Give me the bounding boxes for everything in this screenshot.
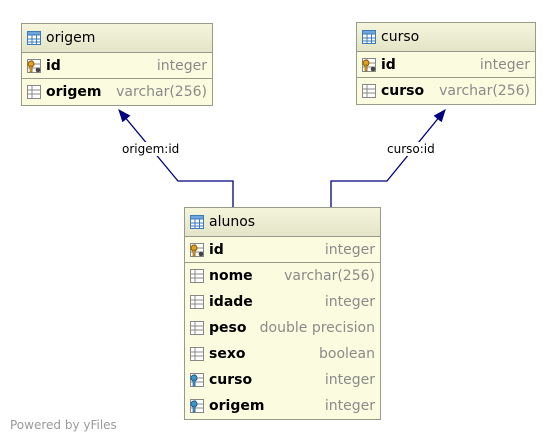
column-icon	[190, 347, 204, 361]
column-row[interactable]: sexo boolean	[185, 341, 380, 367]
column-type: varchar(256)	[284, 268, 375, 284]
column-type: integer	[324, 241, 375, 258]
table-name: origem	[46, 30, 96, 46]
column-row[interactable]: id integer	[185, 237, 380, 263]
column-type: varchar(256)	[116, 84, 207, 100]
column-name: curso	[209, 372, 253, 388]
edge-alunos-curso	[330, 108, 446, 208]
table-header[interactable]: alunos	[185, 208, 380, 237]
column-icon	[190, 269, 204, 283]
edge-alunos-origem	[118, 109, 234, 208]
column-name: id	[46, 57, 61, 74]
column-name: origem	[46, 84, 102, 100]
column-name: id	[209, 241, 224, 258]
column-icon	[362, 84, 376, 98]
table-header[interactable]: curso	[357, 23, 535, 52]
column-icon	[27, 85, 41, 99]
column-type: integer	[479, 56, 530, 73]
column-name: idade	[209, 294, 253, 310]
table-origem[interactable]: origem id integer origem varchar(256)	[21, 23, 213, 106]
column-type: integer	[156, 57, 207, 74]
primary-key-icon	[190, 242, 204, 257]
table-header[interactable]: origem	[22, 24, 212, 53]
table-icon	[190, 215, 204, 229]
column-icon	[190, 321, 204, 335]
column-row[interactable]: origem varchar(256)	[22, 79, 212, 105]
column-type: integer	[324, 294, 375, 310]
column-row[interactable]: origem integer	[185, 393, 380, 419]
column-row[interactable]: peso double precision	[185, 315, 380, 341]
column-type: integer	[324, 372, 375, 388]
column-name: peso	[209, 320, 247, 336]
primary-key-icon	[362, 57, 376, 72]
column-row[interactable]: idade integer	[185, 289, 380, 315]
table-alunos[interactable]: alunos id integer nome varchar(256)	[184, 207, 381, 420]
column-type: double precision	[259, 320, 375, 336]
table-icon	[27, 31, 41, 45]
primary-key-icon	[27, 58, 41, 73]
column-row[interactable]: id integer	[22, 53, 212, 79]
foreign-key-icon	[190, 399, 204, 413]
column-row[interactable]: curso varchar(256)	[357, 78, 535, 104]
column-type: varchar(256)	[439, 83, 530, 99]
table-name: curso	[381, 29, 420, 45]
foreign-key-icon	[190, 373, 204, 387]
table-icon	[362, 30, 376, 44]
column-type: boolean	[319, 346, 375, 362]
column-row[interactable]: id integer	[357, 52, 535, 78]
column-name: sexo	[209, 346, 246, 362]
column-name: nome	[209, 268, 253, 284]
column-name: curso	[381, 83, 425, 99]
column-row[interactable]: nome varchar(256)	[185, 263, 380, 289]
column-icon	[190, 295, 204, 309]
relation-label-origem: origem:id	[121, 142, 181, 156]
column-row[interactable]: curso integer	[185, 367, 380, 393]
table-name: alunos	[209, 214, 256, 230]
relation-label-curso: curso:id	[386, 142, 436, 156]
column-name: id	[381, 56, 396, 73]
table-curso[interactable]: curso id integer curso varchar(256)	[356, 22, 536, 105]
column-name: origem	[209, 398, 265, 414]
footer-credit: Powered by yFiles	[10, 418, 117, 432]
column-type: integer	[324, 398, 375, 414]
